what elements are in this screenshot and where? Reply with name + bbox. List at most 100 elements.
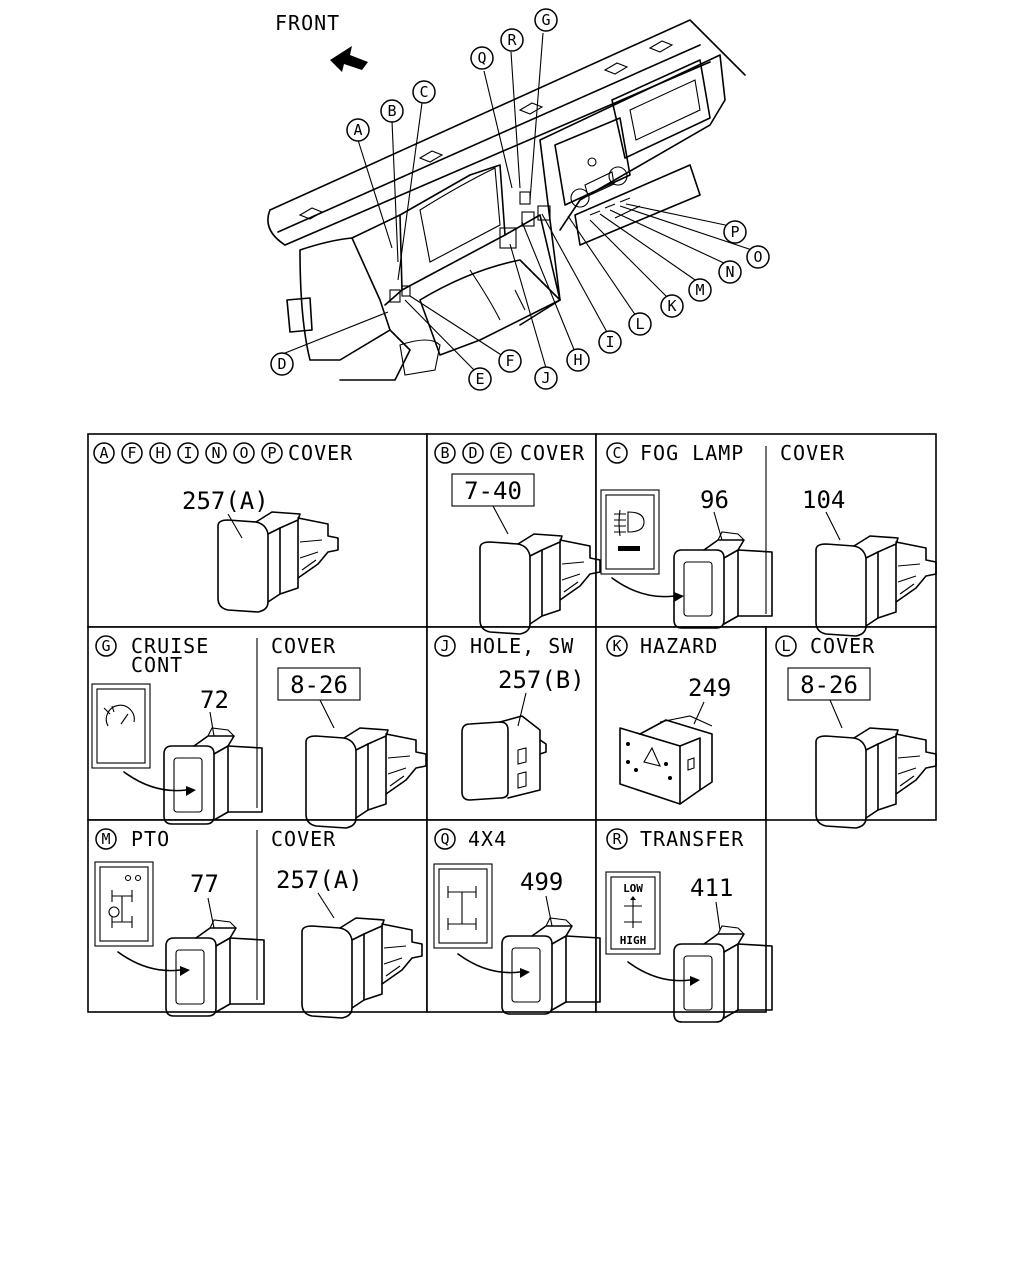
svg-text:J: J (541, 369, 550, 387)
cell-g: G CRUISE CONT 72 (91, 634, 263, 825)
svg-text:G: G (101, 637, 110, 655)
svg-text:K: K (612, 637, 621, 655)
svg-text:K: K (667, 297, 676, 315)
part-number: 104 (802, 486, 845, 514)
svg-text:P: P (730, 223, 739, 241)
part-number: 72 (200, 686, 229, 714)
svg-text:I: I (605, 333, 614, 351)
svg-text:D: D (277, 355, 286, 373)
svg-text:B: B (387, 102, 396, 120)
cell-c-cover: COVER 104 (780, 441, 937, 637)
cell-m: M PTO 77 (94, 827, 265, 1017)
part-number: 8-26 (290, 671, 348, 699)
part-number: 8-26 (800, 671, 858, 699)
part-number: 411 (690, 874, 733, 902)
svg-text:M: M (695, 281, 704, 299)
pto-panel (94, 861, 154, 947)
front-arrow-icon (330, 46, 368, 72)
cell-letters: A F H I N O P (93, 442, 283, 464)
svg-text:F: F (127, 444, 136, 462)
callout-q: Q (470, 46, 494, 70)
part-number: 7-40 (464, 477, 522, 505)
cell-k: K HAZARD 249 (606, 634, 731, 805)
ref-box (787, 667, 871, 701)
cell-q: Q 4X4 499 (433, 827, 601, 1015)
axle-icon (447, 886, 477, 930)
cell-title: COVER (271, 827, 336, 851)
svg-text:I: I (183, 444, 192, 462)
svg-text:O: O (753, 248, 762, 266)
cell-title: COVER (780, 441, 845, 465)
svg-text:D: D (468, 444, 477, 462)
callout-g: G (534, 8, 558, 32)
callout-j: J (534, 366, 558, 390)
part-number: 77 (190, 870, 219, 898)
cell-j: J HOLE, SW 257(B) (434, 634, 585, 801)
callout-n: N (718, 260, 742, 284)
svg-text:E: E (475, 370, 484, 388)
svg-text:H: H (573, 351, 582, 369)
svg-text:C: C (612, 444, 621, 462)
part-number: 257(A) (182, 487, 269, 515)
cell-title: CRUISE (131, 634, 209, 658)
svg-text:J: J (440, 637, 449, 655)
pto-icon (108, 874, 142, 928)
part-number: 257(B) (498, 666, 585, 694)
part-number: 499 (520, 868, 563, 896)
svg-text:L: L (781, 637, 790, 655)
cell-title: 4X4 (468, 827, 507, 851)
cell-l: L COVER 8-26 (775, 634, 937, 829)
svg-text:B: B (440, 444, 449, 462)
callout-m: M (688, 278, 712, 302)
callout-b: B (380, 99, 404, 123)
cell-title: HAZARD (640, 634, 718, 658)
parts-table (87, 433, 937, 1013)
cell-r: R TRANSFER LOW HIGH 411 (605, 827, 773, 1023)
transfer-low-label: LOW (623, 882, 643, 895)
cell-bde: B D E COVER 7-40 (434, 441, 601, 635)
speedometer-icon (103, 704, 135, 727)
svg-text:H: H (155, 444, 164, 462)
cruise-panel (91, 683, 151, 769)
svg-text:N: N (211, 444, 220, 462)
callout-l: L (628, 312, 652, 336)
svg-text:O: O (239, 444, 248, 462)
cell-title: COVER (810, 634, 875, 658)
svg-text:R: R (612, 830, 622, 848)
part-number: 249 (688, 674, 731, 702)
ref-box (277, 667, 361, 701)
svg-text:N: N (725, 263, 734, 281)
front-label: FRONT (275, 11, 340, 35)
callout-f: F (498, 349, 522, 373)
cell-title: HOLE, SW (470, 634, 574, 658)
cell-c: C FOG LAMP 96 (600, 441, 773, 629)
svg-text:G: G (541, 11, 550, 29)
part-number: 257(A) (276, 866, 363, 894)
callout-c: C (412, 80, 436, 104)
callout-e: E (468, 367, 492, 391)
cell-title: COVER (288, 441, 353, 465)
cell-title: PTO (131, 827, 170, 851)
cell-title: FOG LAMP (640, 441, 744, 465)
4x4-panel (433, 863, 493, 949)
callout-h: H (566, 348, 590, 372)
cell-m-cover: COVER 257(A) (271, 827, 423, 1019)
part-number: 96 (700, 486, 729, 514)
fog-lamp-panel (600, 489, 660, 575)
callout-d: D (270, 352, 294, 376)
cell-title: COVER (520, 441, 585, 465)
transfer-panel (605, 871, 661, 955)
svg-text:M: M (101, 830, 110, 848)
transfer-high-label: HIGH (620, 934, 647, 947)
callout-k: K (660, 294, 684, 318)
cell-afhinop: A F H I N O P COVER 257(A) (93, 441, 353, 613)
callout-o: O (746, 245, 770, 269)
svg-text:F: F (505, 352, 514, 370)
callout-i: I (598, 330, 622, 354)
cell-g-cover: COVER 8-26 (271, 634, 427, 829)
hazard-switch-icon (619, 715, 713, 805)
svg-text:Q: Q (440, 830, 449, 848)
svg-text:A: A (99, 444, 108, 462)
svg-text:P: P (267, 444, 276, 462)
